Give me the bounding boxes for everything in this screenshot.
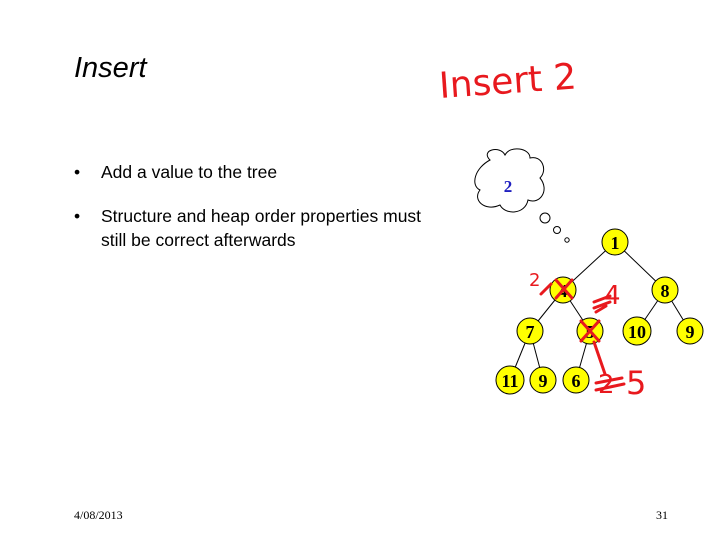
annotation-bottom-right: 5 bbox=[626, 364, 646, 402]
tree-node: 6 bbox=[562, 366, 590, 394]
bullet-item: • Add a value to the tree bbox=[74, 160, 434, 184]
strike-mark bbox=[539, 282, 553, 296]
node-label: 6 bbox=[572, 371, 581, 391]
bullet-text: Add a value to the tree bbox=[101, 162, 278, 182]
node-label: 10 bbox=[628, 322, 646, 342]
slide-title: Insert bbox=[74, 52, 147, 84]
node-label: 11 bbox=[501, 371, 518, 391]
bullet-list: • Add a value to the tree • Structure an… bbox=[74, 160, 434, 272]
tree-node: 1 bbox=[601, 228, 629, 256]
tree-node: 11 bbox=[495, 365, 525, 395]
bullet-item: • Structure and heap order properties mu… bbox=[74, 204, 434, 252]
bullet-dot: • bbox=[74, 162, 81, 182]
tree-node: 9 bbox=[676, 317, 704, 345]
node-label: 7 bbox=[526, 322, 535, 342]
node-label: 9 bbox=[539, 371, 548, 391]
handwritten-annotations: Insert 2 2 4 2 5 bbox=[438, 56, 647, 402]
footer-date: 4/08/2013 bbox=[74, 508, 123, 522]
node-label: 1 bbox=[611, 233, 620, 253]
thought-value: 2 bbox=[504, 177, 513, 196]
strike-x bbox=[579, 319, 601, 343]
annotation-struck: 2 bbox=[598, 370, 615, 400]
page-number: 31 bbox=[656, 508, 668, 522]
thought-dot bbox=[564, 237, 570, 243]
tree-node: 8 bbox=[651, 276, 679, 304]
strike-x bbox=[554, 278, 574, 300]
strike-scribble bbox=[594, 376, 626, 392]
thought-bubble: 2 bbox=[474, 148, 570, 243]
node-label: 9 bbox=[686, 322, 695, 342]
tree-node: 9 bbox=[529, 366, 557, 394]
thought-cloud bbox=[474, 148, 545, 213]
tree-node: 10 bbox=[622, 316, 652, 346]
strike-scribble bbox=[592, 294, 612, 314]
thought-dot bbox=[539, 212, 551, 224]
bullet-dot: • bbox=[74, 206, 81, 226]
tree-node: 7 bbox=[516, 317, 544, 345]
arrow-line bbox=[592, 340, 607, 376]
bullet-text: Structure and heap order properties must… bbox=[101, 206, 422, 250]
thought-dot bbox=[553, 226, 561, 234]
node-label: 8 bbox=[661, 281, 670, 301]
annotation-near-4: 2 bbox=[529, 270, 540, 291]
annotation-heading: Insert 2 bbox=[438, 56, 578, 106]
